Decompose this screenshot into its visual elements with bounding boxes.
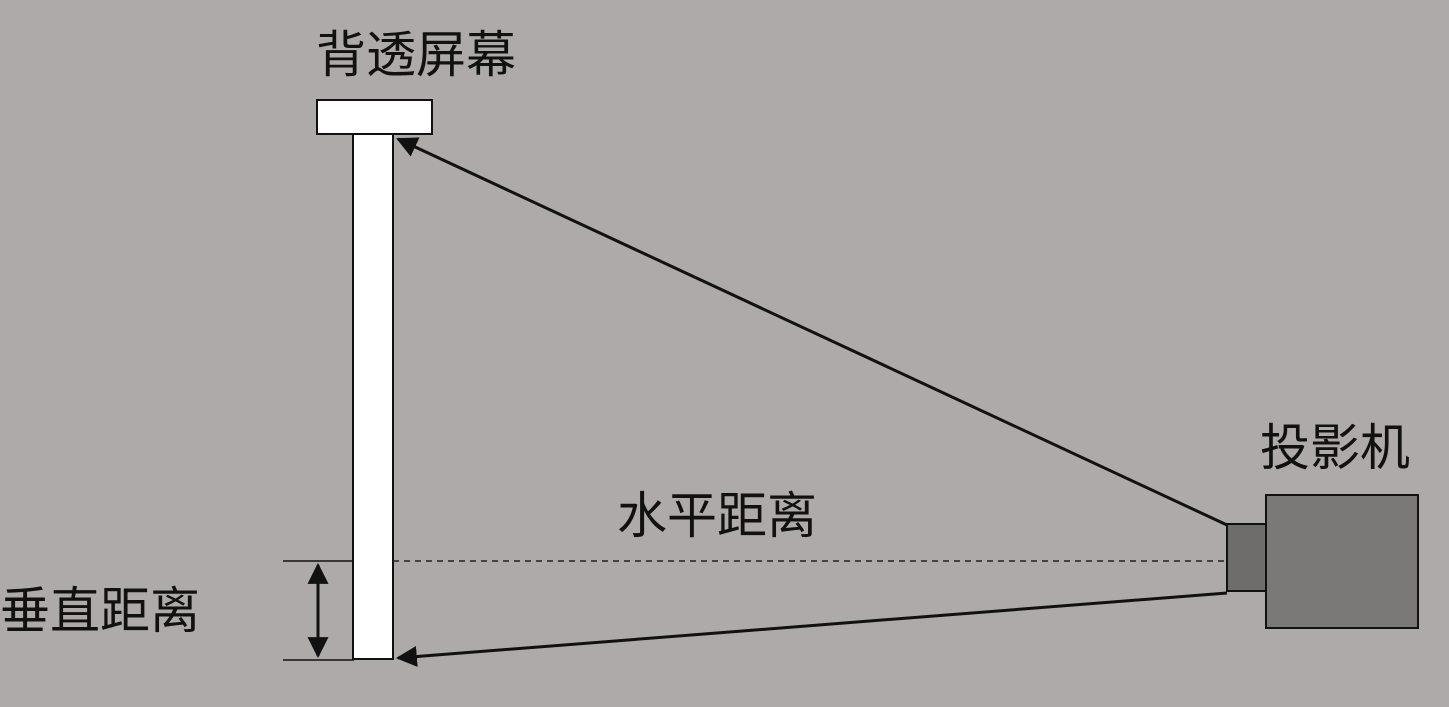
lower-projection-ray xyxy=(395,591,1228,667)
horizontal-distance-label: 水平距离 xyxy=(617,487,817,545)
screen-label: 背透屏幕 xyxy=(316,26,516,84)
screen-panel xyxy=(352,133,394,660)
projector-lens xyxy=(1226,523,1268,592)
vertical-distance-label: 垂直距离 xyxy=(0,582,200,640)
projector-label: 投影机 xyxy=(1260,419,1410,477)
upper-projection-ray xyxy=(396,137,1228,527)
projector-body xyxy=(1265,494,1419,629)
screen-top-frame xyxy=(316,99,433,135)
